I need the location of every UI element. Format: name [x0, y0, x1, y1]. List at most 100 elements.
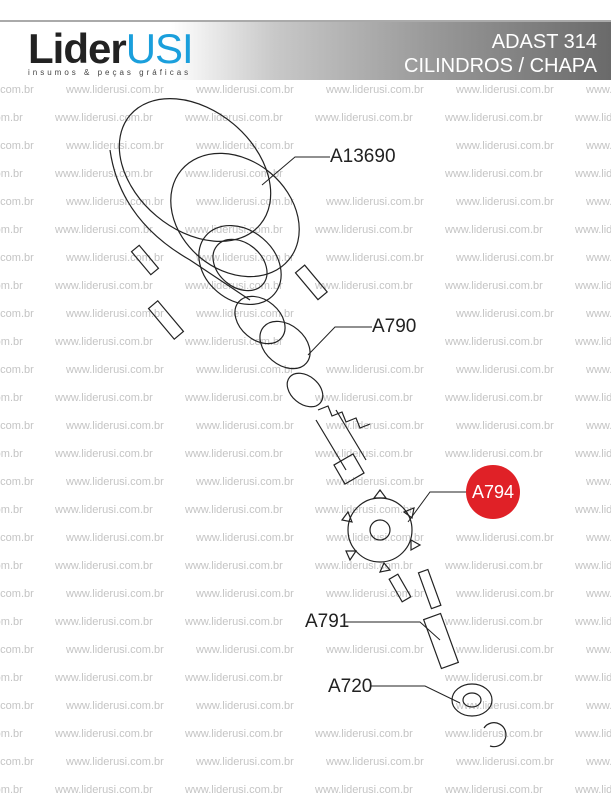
watermark-text: www.liderusi.com.br [456, 644, 554, 656]
watermark-text: www.liderusi.com.br [0, 644, 34, 656]
cylinder-housing [109, 98, 300, 306]
watermark-text: www.liderusi.com.br [326, 644, 424, 656]
watermark-text: www.liderusi.com.br [185, 784, 283, 796]
part-label-a794-highlighted[interactable]: A794 [466, 465, 520, 519]
watermark-text: www.liderusi.com.br [0, 196, 34, 208]
brand-tagline: insumos & peças gráficas [28, 68, 192, 77]
watermark-text: www.liderusi.com.br [0, 588, 34, 600]
watermark-text: www.liderusi.com.br [445, 168, 543, 180]
watermark-text: www.liderusi.com.br [66, 756, 164, 768]
watermark-text: www.liderusi.com.br [315, 224, 413, 236]
watermark-text: www.liderusi.com.br [456, 140, 554, 152]
watermark-text: www.liderusi.com.br [185, 504, 283, 516]
watermark-text: www.liderusi.com.br [66, 420, 164, 432]
watermark-text: www.liderusi.com.br [196, 364, 294, 376]
watermark-text: www.liderusi.com.br [185, 168, 283, 180]
watermark-text: www.liderusi.com.br [66, 644, 164, 656]
watermark-text: www.liderusi.com.br [326, 364, 424, 376]
watermark-text: www.liderusi.com.br [326, 476, 424, 488]
watermark-text: www.liderusi.com.br [575, 336, 611, 348]
watermark-text: www.liderusi.com.br [66, 140, 164, 152]
watermark-text: www.liderusi.com.br [575, 392, 611, 404]
watermark-text: www.liderusi.com.br [0, 448, 23, 460]
watermark-text: www.liderusi.com.br [185, 392, 283, 404]
watermark-text: www.liderusi.com.br [55, 672, 153, 684]
watermark-text: www.liderusi.com.br [586, 308, 611, 320]
watermark-text: www.liderusi.com.br [185, 448, 283, 460]
watermark-text: www.liderusi.com.br [196, 644, 294, 656]
watermark-text: www.liderusi.com.br [326, 420, 424, 432]
watermark-text: www.liderusi.com.br [0, 224, 23, 236]
watermark-text: www.liderusi.com.br [66, 700, 164, 712]
watermark-text: www.liderusi.com.br [586, 644, 611, 656]
watermark-text: www.liderusi.com.br [0, 504, 23, 516]
watermark-text: www.liderusi.com.br [456, 252, 554, 264]
watermark-text: www.liderusi.com.br [0, 532, 34, 544]
watermark-text: www.liderusi.com.br [445, 112, 543, 124]
watermark-text: www.liderusi.com.br [0, 784, 23, 796]
leader-lines [261, 156, 470, 704]
watermark-text: www.liderusi.com.br [456, 308, 554, 320]
watermark-text: www.liderusi.com.br [0, 392, 23, 404]
watermark-text: www.liderusi.com.br [0, 308, 34, 320]
page-title: ADAST 314 CILINDROS / CHAPA [404, 30, 597, 78]
watermark-text: www.liderusi.com.br [575, 224, 611, 236]
watermark-text: www.liderusi.com.br [456, 532, 554, 544]
watermark-text: www.liderusi.com.br [55, 392, 153, 404]
watermark-text: www.liderusi.com.br [0, 728, 23, 740]
watermark-text: www.liderusi.com.br [196, 588, 294, 600]
bearing-a720 [451, 683, 507, 748]
spring [315, 405, 371, 485]
watermark-text: www.liderusi.com.br [586, 84, 611, 96]
watermark-text: www.liderusi.com.br [586, 756, 611, 768]
title-section: CILINDROS / CHAPA [404, 55, 597, 77]
watermark-text: www.liderusi.com.br [575, 448, 611, 460]
watermark-text: www.liderusi.com.br [0, 364, 34, 376]
watermark-text: www.liderusi.com.br [326, 196, 424, 208]
part-label-a13690[interactable]: A13690 [330, 146, 396, 167]
watermark-text: www.liderusi.com.br [315, 504, 413, 516]
watermark-text: www.liderusi.com.br [456, 756, 554, 768]
watermark-text: www.liderusi.com.br [575, 784, 611, 796]
watermark-text: www.liderusi.com.br [185, 728, 283, 740]
watermark-text: www.liderusi.com.br [55, 616, 153, 628]
title-model: ADAST 314 [491, 31, 597, 53]
watermark-text: www.liderusi.com.br [66, 476, 164, 488]
watermark-text: www.liderusi.com.br [445, 448, 543, 460]
watermark-text: www.liderusi.com.br [445, 280, 543, 292]
watermark-text: www.liderusi.com.br [0, 476, 34, 488]
watermark-text: www.liderusi.com.br [185, 616, 283, 628]
watermark-text: www.liderusi.com.br [196, 252, 294, 264]
watermark-text: www.liderusi.com.br [196, 756, 294, 768]
watermark-text: www.liderusi.com.br [445, 672, 543, 684]
part-label-a790[interactable]: A790 [372, 316, 417, 337]
watermark-text: www.liderusi.com.br [55, 504, 153, 516]
watermark-text: www.liderusi.com.br [0, 420, 34, 432]
watermark-text: www.liderusi.com.br [0, 112, 23, 124]
watermark-text: www.liderusi.com.br [315, 392, 413, 404]
header-banner: LiderUSI insumos & peças gráficas ADAST … [0, 20, 611, 80]
watermark-text: www.liderusi.com.br [445, 560, 543, 572]
watermark-text: www.liderusi.com.br [66, 84, 164, 96]
watermark-text: www.liderusi.com.br [55, 280, 153, 292]
watermark-text: www.liderusi.com.br [586, 700, 611, 712]
watermark-text: www.liderusi.com.br [326, 252, 424, 264]
bolts [130, 244, 329, 341]
part-label-a720[interactable]: A720 [328, 676, 373, 697]
watermark-text: www.liderusi.com.br [0, 168, 23, 180]
part-label-a791[interactable]: A791 [305, 611, 350, 632]
watermark-text: www.liderusi.com.br [586, 364, 611, 376]
watermark-text: www.liderusi.com.br [445, 392, 543, 404]
watermark-text: www.liderusi.com.br [586, 140, 611, 152]
watermark-text: www.liderusi.com.br [55, 168, 153, 180]
watermark-text: www.liderusi.com.br [0, 336, 23, 348]
watermark-text: www.liderusi.com.br [575, 672, 611, 684]
watermark-text: www.liderusi.com.br [586, 252, 611, 264]
watermark-text: www.liderusi.com.br [575, 728, 611, 740]
brand-accent: USI [125, 25, 194, 72]
sprocket-a794 [340, 489, 442, 610]
brand-logo: LiderUSI insumos & peças gráficas [28, 25, 194, 78]
watermark-text: www.liderusi.com.br [55, 560, 153, 572]
watermark-text: www.liderusi.com.br [55, 784, 153, 796]
